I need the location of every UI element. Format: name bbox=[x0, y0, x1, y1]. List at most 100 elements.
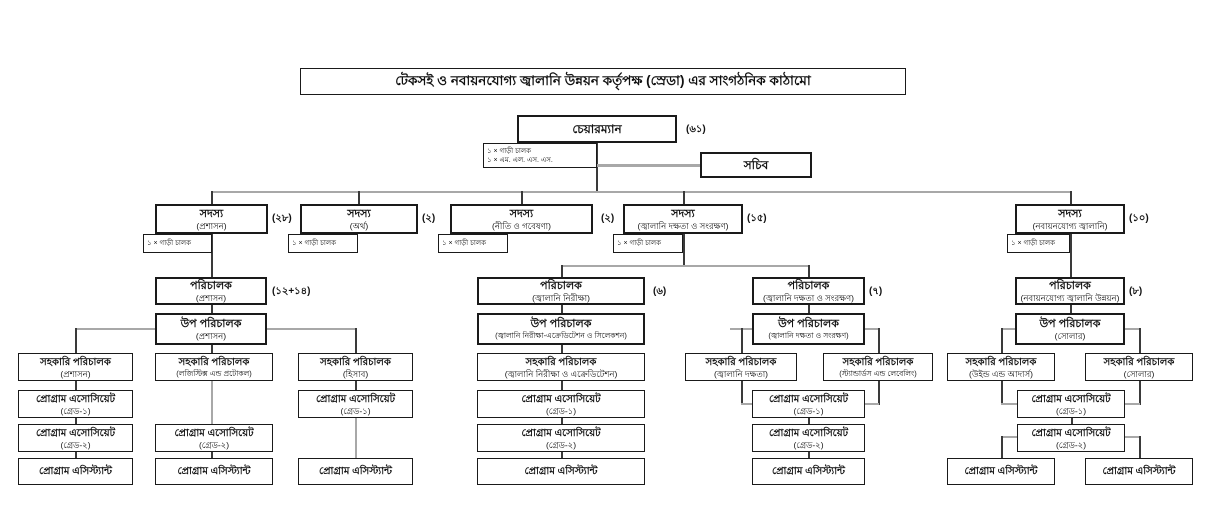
role-title: সহকারি পরিচালক bbox=[842, 356, 914, 368]
role-title: সদস্য bbox=[509, 207, 534, 220]
role-title: প্রোগ্রাম এসোসিয়েট bbox=[521, 393, 601, 405]
program-assistant-box: প্রোগ্রাম এসিস্ট্যান্ট bbox=[752, 458, 865, 485]
connector bbox=[355, 418, 357, 458]
member-box-policy-research: সদস্য (নীতি ও গবেষণা) bbox=[450, 204, 593, 234]
role-title: প্রোগ্রাম এসোসিয়েট bbox=[1031, 427, 1111, 439]
program-associate-box: প্রোগ্রাম এসোসিয়েট (গ্রেড-২) bbox=[477, 424, 645, 452]
member-box-admin: সদস্য (প্রশাসন) bbox=[155, 204, 268, 234]
deputy-director-box-energy-efficiency: উপ পরিচালক (জ্বালানি দক্ষতা ও সংরক্ষণ) bbox=[752, 313, 865, 345]
role-title: সচিব bbox=[743, 157, 769, 172]
connector bbox=[521, 191, 523, 204]
role-title: সহকারি পরিচালক bbox=[40, 356, 111, 368]
staff-note: ১ × গাড়ী চালক bbox=[613, 234, 683, 253]
connector bbox=[808, 265, 810, 277]
assistant-director-box-admin: সহকারি পরিচালক (প্রশাসন) bbox=[18, 353, 133, 381]
director-box-renewable-energy: পরিচালক (নবায়নযোগ্য জ্বালানি উন্নয়ন) bbox=[1015, 277, 1125, 305]
role-grade: (গ্রেড-১) bbox=[793, 405, 824, 416]
connector bbox=[211, 381, 213, 424]
role-grade: (গ্রেড-১) bbox=[340, 405, 371, 416]
role-title: সদস্য bbox=[671, 207, 695, 220]
connector bbox=[561, 418, 563, 424]
role-title: প্রোগ্রাম এসিস্ট্যান্ট bbox=[177, 466, 251, 477]
headcount-label: (৮) bbox=[1129, 286, 1143, 297]
headcount-label: (২) bbox=[601, 213, 615, 224]
role-title: চেয়ারম্যান bbox=[572, 121, 622, 136]
connector bbox=[355, 381, 357, 390]
assistant-director-box-logistics-protocol: সহকারি পরিচালক (লজিস্টিক্স এন্ড প্রটোকল) bbox=[155, 353, 273, 381]
program-associate-box: প্রোগ্রাম এসোসিয়েট (গ্রেড-২) bbox=[752, 424, 865, 452]
role-title: সহকারি পরিচালক bbox=[705, 356, 777, 368]
role-dept: (জ্বালানি দক্ষতা ও সংরক্ষণ) bbox=[763, 292, 854, 303]
assistant-director-box-accounts: সহকারি পরিচালক (হিসাব) bbox=[298, 353, 413, 381]
role-dept: (নবায়নযোগ্য জ্বালানি) bbox=[1032, 220, 1108, 231]
role-title: প্রোগ্রাম এসোসিয়েট bbox=[174, 427, 254, 439]
connector bbox=[1001, 381, 1003, 405]
role-title: পরিচালক bbox=[190, 279, 232, 292]
connector bbox=[561, 305, 563, 313]
role-grade: (গ্রেড-২) bbox=[793, 439, 824, 450]
program-associate-box: প্রোগ্রাম এসোসিয়েট (গ্রেড-২) bbox=[18, 424, 133, 452]
role-dept: (জ্বালানি নিরীক্ষা) bbox=[532, 292, 590, 303]
role-grade: (গ্রেড-১) bbox=[545, 405, 577, 416]
role-dept: (স্ট্যান্ডার্ডস এন্ড লেবেলিং) bbox=[839, 368, 917, 378]
role-dept: (নবায়নযোগ্য জ্বালানি উন্নয়ন) bbox=[1020, 292, 1120, 303]
role-dept: (জ্বালানি নিরীক্ষা ও এক্রেডিটেশন) bbox=[504, 368, 618, 379]
role-title: উপ পরিচালক bbox=[180, 317, 242, 330]
connector bbox=[808, 452, 810, 458]
title-text: টেকসই ও নবায়নযোগ্য জ্বালানি উন্নয়ন কর্… bbox=[395, 73, 811, 88]
staff-note: ১ × গাড়ী চালক bbox=[143, 234, 212, 253]
program-assistant-box: প্রোগ্রাম এসিস্ট্যান্ট bbox=[155, 458, 273, 485]
connector bbox=[808, 418, 810, 424]
role-dept: (জ্বালানি দক্ষতা) bbox=[713, 368, 769, 379]
role-title: সহকারি পরিচালক bbox=[178, 356, 250, 368]
connector bbox=[683, 234, 685, 266]
headcount-label: (৭) bbox=[869, 286, 883, 297]
assistant-director-box-energy-efficiency: সহকারি পরিচালক (জ্বালানি দক্ষতা) bbox=[685, 353, 797, 381]
program-assistant-box: প্রোগ্রাম এসিস্ট্যান্ট bbox=[298, 458, 413, 485]
role-title: সদস্য bbox=[1058, 207, 1082, 220]
connector bbox=[211, 345, 213, 353]
role-dept: (প্রশাসন) bbox=[195, 292, 227, 303]
connector bbox=[741, 403, 752, 405]
role-dept: (হিসাব) bbox=[342, 368, 369, 379]
connector bbox=[211, 191, 1070, 193]
role-dept: (প্রশাসন) bbox=[195, 330, 227, 341]
program-associate-box: প্রোগ্রাম এসোসিয়েট (গ্রেড-১) bbox=[477, 390, 645, 418]
connector bbox=[75, 452, 77, 458]
connector bbox=[1070, 234, 1072, 277]
role-grade: (গ্রেড-২) bbox=[198, 439, 230, 450]
headcount-label: (৬১) bbox=[686, 124, 706, 135]
connector bbox=[1070, 191, 1072, 204]
connector bbox=[1139, 381, 1141, 405]
headcount-label: (১৫) bbox=[747, 213, 767, 224]
connector bbox=[865, 328, 879, 330]
headcount-label: (১২+১৪) bbox=[272, 286, 311, 297]
staff-line: ১ × এম. এল. এস. এস. bbox=[487, 156, 553, 164]
connector bbox=[561, 345, 563, 353]
member-box-renewable-energy: সদস্য (নবায়নযোগ্য জ্বালানি) bbox=[1015, 204, 1125, 234]
program-assistant-box: প্রোগ্রাম এসিস্ট্যান্ট bbox=[1085, 458, 1193, 485]
role-grade: (গ্রেড-২) bbox=[545, 439, 577, 450]
role-grade: (গ্রেড-২) bbox=[60, 439, 91, 450]
connector bbox=[75, 328, 77, 353]
program-associate-box: প্রোগ্রাম এসোসিয়েট (গ্রেড-১) bbox=[1017, 390, 1125, 418]
connector bbox=[1139, 328, 1141, 353]
connector bbox=[1001, 403, 1017, 405]
connector bbox=[211, 191, 213, 204]
connector bbox=[1001, 328, 1015, 330]
staff-line: ১ × গাড়ী চালক bbox=[442, 240, 487, 247]
connector bbox=[358, 191, 360, 204]
connector bbox=[597, 164, 700, 167]
headcount-label: (১০) bbox=[1129, 213, 1149, 224]
role-title: সহকারি পরিচালক bbox=[965, 356, 1037, 368]
role-title: প্রোগ্রাম এসিস্ট্যান্ট bbox=[524, 466, 598, 477]
connector bbox=[1125, 403, 1140, 405]
assistant-director-box-solar: সহকারি পরিচালক (সোলার) bbox=[1085, 353, 1193, 381]
role-grade: (গ্রেড-১) bbox=[60, 405, 91, 416]
role-dept: (সোলার) bbox=[1054, 330, 1086, 341]
connector bbox=[75, 418, 77, 424]
role-title: প্রোগ্রাম এসোসিয়েট bbox=[768, 427, 849, 439]
role-title: উপ পরিচালক bbox=[1039, 317, 1101, 330]
member-box-energy-efficiency: সদস্য (জ্বালানি দক্ষতা ও সংরক্ষণ) bbox=[623, 204, 743, 234]
connector bbox=[1001, 436, 1017, 438]
